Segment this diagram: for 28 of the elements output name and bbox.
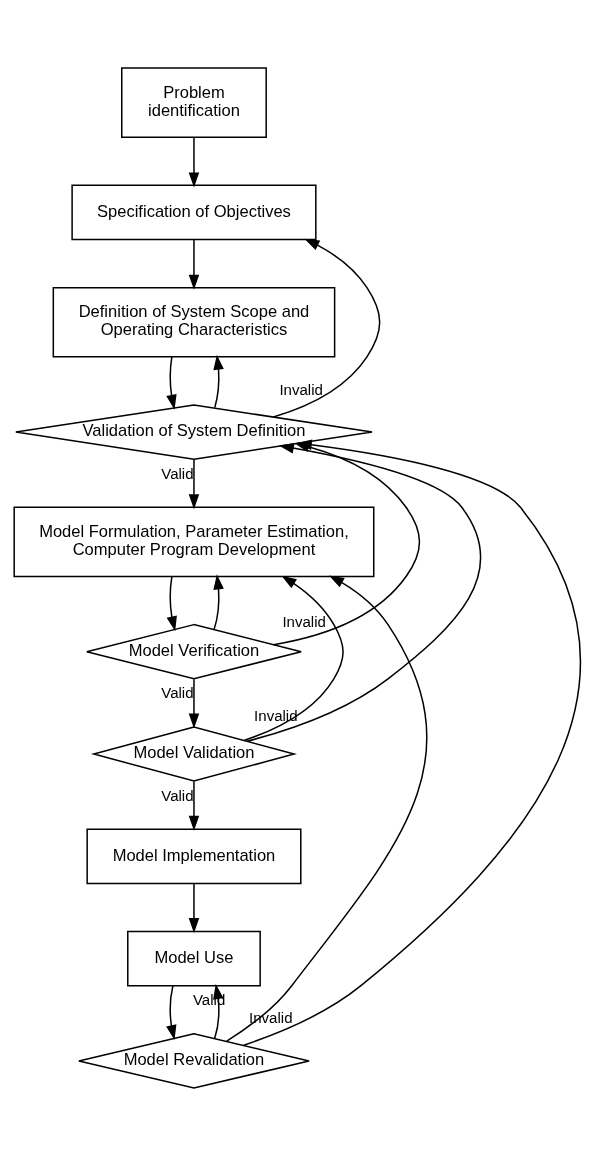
arrow [188, 458, 200, 510]
arrow [166, 985, 177, 1041]
arrow [226, 575, 428, 1042]
edge-label: Valid [161, 684, 194, 702]
arrow [213, 354, 224, 409]
edge-label: Valid [161, 464, 194, 482]
arrow [272, 238, 381, 418]
node-box: Problem identification [121, 67, 267, 138]
node-box: Model Formulation, Parameter Estimation, Computer Program Development [13, 506, 375, 578]
arrow [188, 239, 200, 290]
edge-label: Valid [161, 786, 194, 804]
edge-label: Invalid [279, 381, 323, 399]
arrow [166, 575, 177, 632]
node-box: Model Use [127, 930, 261, 987]
arrow [166, 356, 177, 410]
arrow [243, 575, 344, 742]
node-box: Definition of System Scope and Operating Characteristics [52, 286, 336, 358]
edge-label: Invalid [254, 706, 298, 724]
arrow [188, 780, 200, 831]
node-diamond: Model Revalidation [78, 1033, 310, 1089]
node-diamond: Validation of System Definition [15, 404, 373, 460]
node-diamond: Model Validation [90, 726, 297, 782]
arrow [188, 678, 200, 729]
node-box: Model Implementation [86, 828, 302, 885]
node-box: Specification of Objectives [71, 184, 317, 241]
arrow [188, 883, 200, 934]
arrow [188, 136, 200, 188]
arrow [213, 574, 224, 630]
